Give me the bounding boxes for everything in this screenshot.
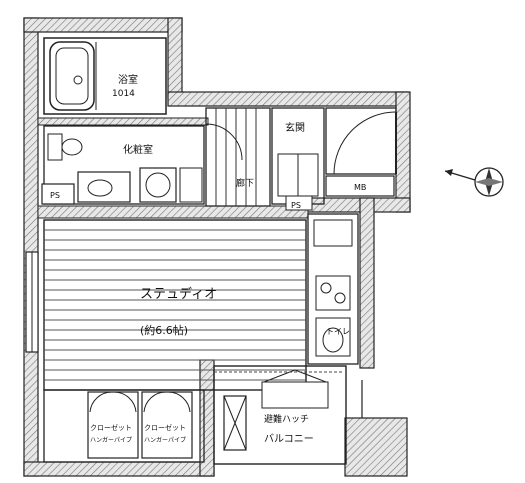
studio-size-label: (約6.6帖) bbox=[140, 323, 188, 337]
closet-right-label: クローゼット bbox=[144, 423, 186, 432]
ps-mid-label: PS bbox=[291, 201, 301, 210]
studio-room bbox=[25, 219, 307, 391]
studio-label: ステュディオ bbox=[140, 286, 217, 302]
entrance bbox=[271, 107, 325, 211]
closets bbox=[43, 389, 205, 463]
entrance-label: 玄関 bbox=[285, 121, 305, 134]
walls bbox=[23, 17, 411, 477]
mb-label: MB bbox=[354, 183, 366, 192]
compass-icon bbox=[444, 167, 504, 197]
front-door bbox=[325, 107, 397, 197]
corridor-label: 廊下 bbox=[236, 177, 254, 189]
hatch-label: 避難ハッチ bbox=[264, 413, 309, 425]
balcony bbox=[213, 365, 363, 465]
corridor bbox=[205, 107, 271, 207]
powder-room-label: 化粧室 bbox=[123, 143, 153, 156]
ps-left-label: PS bbox=[50, 191, 60, 200]
bath-label: 浴室 bbox=[118, 73, 138, 86]
hanger-right-label: ハンガーパイプ bbox=[144, 436, 186, 444]
ps-left-box bbox=[41, 183, 75, 205]
toilet-label: トイレ bbox=[326, 327, 350, 336]
bath-code-label: 1014 bbox=[112, 89, 135, 99]
kitchen bbox=[307, 213, 359, 365]
closet-left-label: クローゼット bbox=[90, 423, 132, 432]
powder-room bbox=[43, 125, 205, 205]
bathroom bbox=[43, 37, 167, 115]
balcony-label: バルコニー bbox=[264, 433, 314, 445]
hanger-left-label: ハンガーパイプ bbox=[90, 436, 132, 444]
